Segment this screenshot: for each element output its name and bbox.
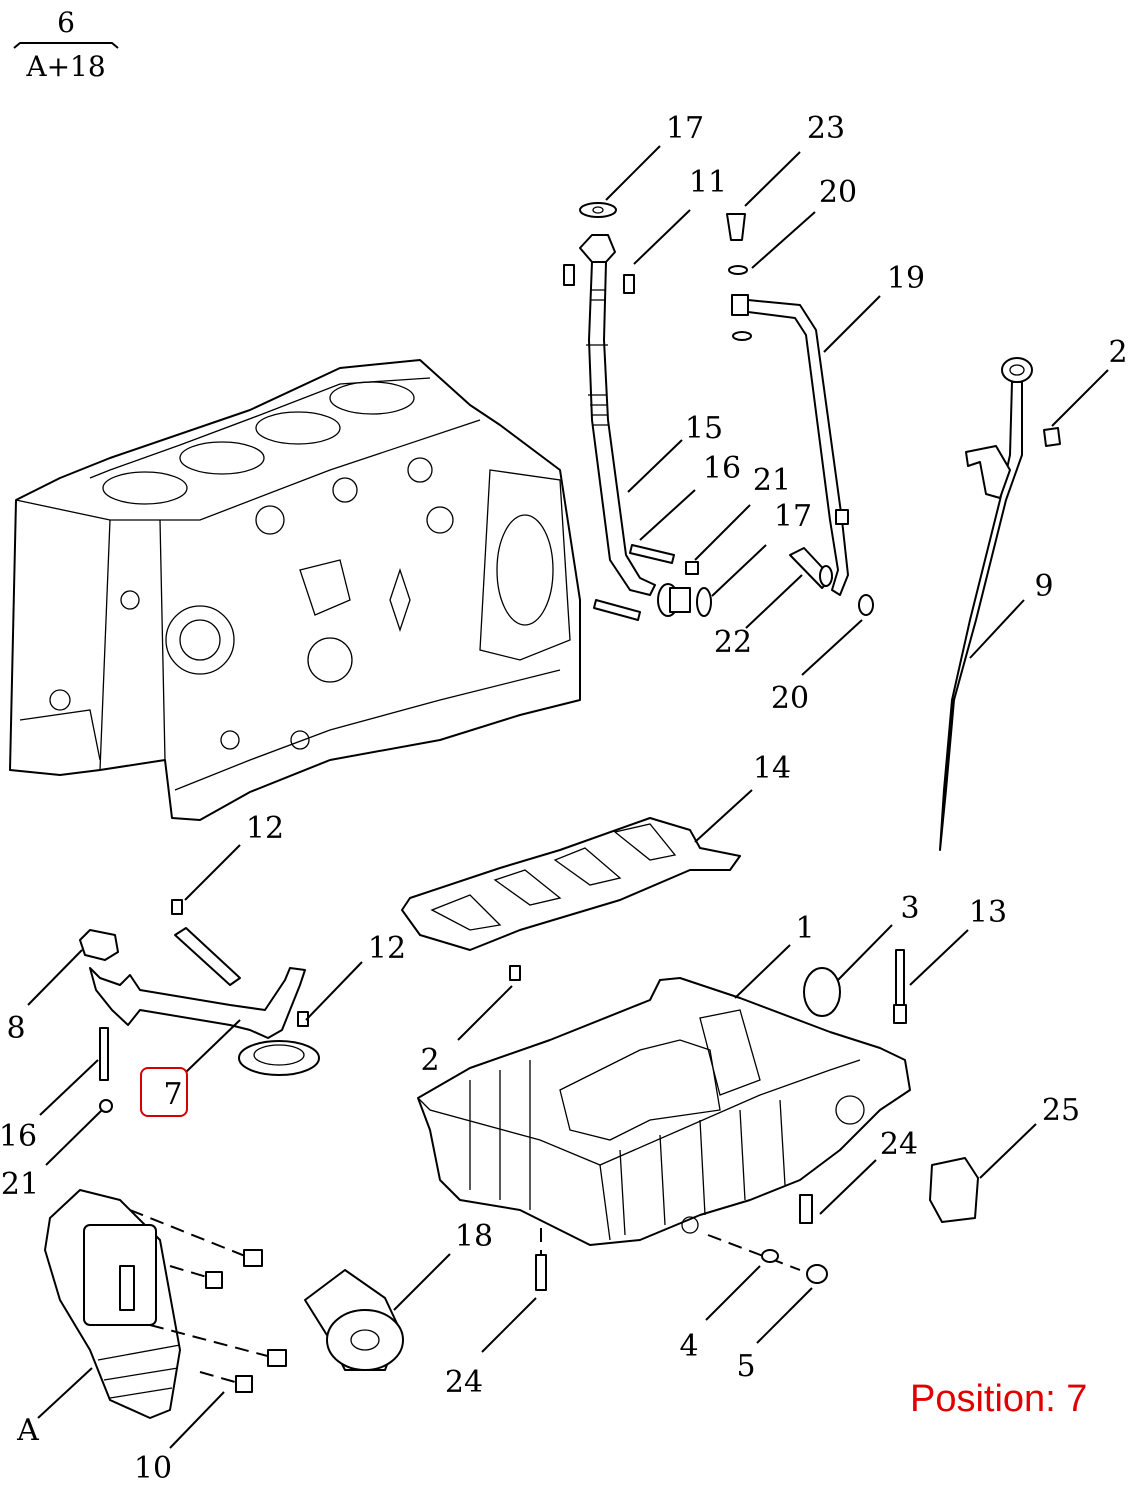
drain-parts [535,1157,979,1291]
callout-9[interactable]: 9 [1034,569,1053,604]
upper-fasteners [593,544,712,621]
engine-block [9,359,581,821]
callout-8[interactable]: 8 [6,1011,25,1046]
oil-feed-pipe [726,213,874,616]
oil-filter-housing [44,1189,287,1419]
callout-2[interactable]: 2 [420,1043,439,1078]
callout-3[interactable]: 3 [900,891,919,926]
oil-return-pipe [563,202,691,617]
callout-22[interactable]: 22 [714,625,752,660]
oil-pickup-tube [79,899,320,1113]
callout-12[interactable]: 12 [368,931,406,966]
callout-20[interactable]: 20 [771,681,809,716]
callout-15[interactable]: 15 [685,411,723,446]
dipstick [939,357,1061,851]
callout-14[interactable]: 14 [753,751,791,786]
callout-20[interactable]: 20 [819,175,857,210]
callout-24[interactable]: 24 [880,1127,918,1162]
reference-divider [13,42,119,49]
selected-callout-highlight [140,1067,188,1117]
callout-13[interactable]: 13 [969,895,1007,930]
leader-lines [27,145,1109,1449]
reference-numerator: 6 [57,6,75,39]
callout-1[interactable]: 1 [795,911,814,946]
callout-21[interactable]: 21 [753,463,791,498]
oil-pan [417,949,911,1246]
reference-denominator: A+18 [25,50,105,83]
callout-2[interactable]: 2 [1108,335,1127,370]
callout-21[interactable]: 21 [1,1167,39,1202]
callout-12[interactable]: 12 [246,811,284,846]
callout-11[interactable]: 11 [689,165,727,200]
callout-17[interactable]: 17 [774,499,812,534]
position-label: Position: 7 [910,1378,1088,1420]
callout-10[interactable]: 10 [134,1451,172,1485]
callout-25[interactable]: 25 [1042,1093,1080,1128]
callout-18[interactable]: 18 [455,1219,493,1254]
callout-7[interactable]: 7 [163,1077,182,1112]
callout-5[interactable]: 5 [736,1349,755,1384]
callout-19[interactable]: 19 [887,261,925,296]
callout-A[interactable]: A [16,1413,39,1448]
oil-pan-gasket [401,817,741,981]
callout-16[interactable]: 16 [0,1119,37,1154]
callout-23[interactable]: 23 [807,111,845,146]
callout-17[interactable]: 17 [666,111,704,146]
callout-16[interactable]: 16 [703,451,741,486]
callout-24[interactable]: 24 [445,1365,483,1400]
oil-filter [304,1269,404,1371]
callout-labels: 17 23 11 20 19 2 15 16 21 17 9 22 20 14 … [0,111,1128,1485]
reference-fraction: 6 A+18 [13,6,119,83]
callout-4[interactable]: 4 [679,1329,698,1364]
